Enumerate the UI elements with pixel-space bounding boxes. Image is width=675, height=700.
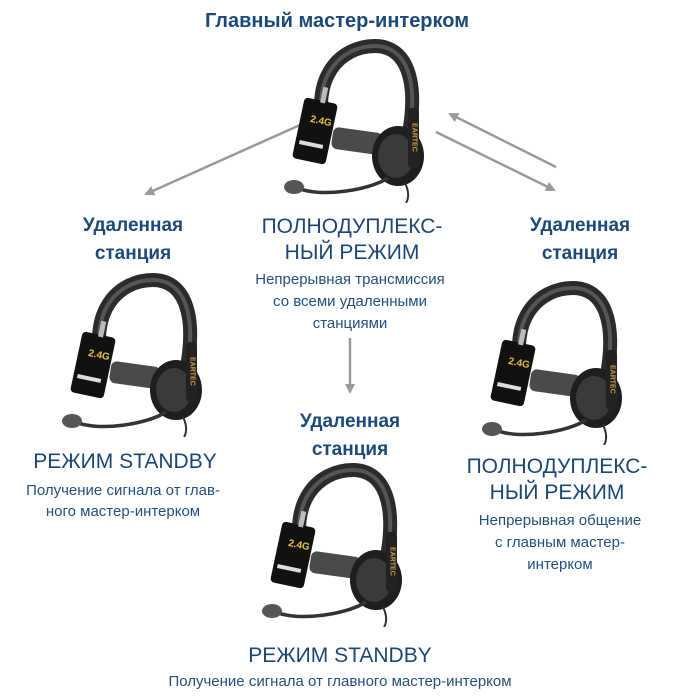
bottom-station-headset-image: EARTEC 2.4G [258, 462, 418, 632]
bottom-station-label-line2: станция [311, 439, 389, 460]
svg-text:2.4G: 2.4G [507, 356, 531, 371]
right-station-headset-image: EARTEC 2.4G [478, 280, 638, 450]
bottom-station-label-line1: Удаленная [299, 411, 401, 432]
headset-icon: EARTEC 2.4G [262, 462, 402, 628]
svg-text:EARTEC: EARTEC [189, 357, 196, 386]
right-station-label-line1: Удаленная [529, 215, 631, 236]
left-station-mode: РЕЖИМ STANDBY [33, 450, 217, 473]
diagram-title: Главный мастер-интерком [204, 10, 470, 32]
master-desc-line3: станциями [312, 315, 388, 332]
svg-text:EARTEC: EARTEC [389, 547, 396, 576]
right-station-desc-line3: интерком [527, 556, 593, 573]
bottom-station-desc: Получение сигнала от главного мастер-инт… [168, 673, 512, 690]
svg-text:2.4G: 2.4G [309, 114, 333, 129]
right-station-mode-line1: ПОЛНОДУПЛЕКС- [466, 455, 648, 478]
right-station-desc-line2: с главным мастер- [495, 534, 625, 551]
left-station-desc-line2: ного мастер-интерком [45, 503, 201, 520]
left-station-label-line2: станция [94, 243, 172, 264]
svg-text:EARTEC: EARTEC [609, 365, 616, 394]
master-desc-line1: Непрерывная трансмиссия [255, 271, 445, 288]
arrow-master-to-right [435, 130, 556, 192]
arrow-master-to-left [144, 123, 301, 196]
arrow-right-to-master [448, 112, 557, 169]
master-mode-line1: ПОЛНОДУПЛЕКС- [261, 215, 443, 238]
svg-text:EARTEC: EARTEC [411, 123, 418, 152]
headset-icon: EARTEC 2.4G [482, 280, 622, 446]
bottom-station-mode: РЕЖИМ STANDBY [248, 644, 432, 667]
left-station-label-line1: Удаленная [82, 215, 184, 236]
master-headset-image: EARTEC 2.4G [280, 38, 440, 208]
right-station-desc-line1: Непрерывная общение [478, 512, 642, 529]
master-desc-line2: со всеми удаленными [273, 293, 427, 310]
left-station-desc-line1: Получение сигнала от глав- [26, 482, 220, 499]
right-station-mode-line2: НЫЙ РЕЖИМ [489, 481, 625, 504]
svg-text:2.4G: 2.4G [87, 348, 111, 363]
headset-icon: EARTEC 2.4G [284, 38, 424, 204]
headset-icon: EARTEC 2.4G [62, 272, 202, 438]
master-mode-line2: НЫЙ РЕЖИМ [284, 241, 420, 264]
right-station-label-line2: станция [541, 243, 619, 264]
left-station-headset-image: EARTEC 2.4G [58, 272, 218, 442]
svg-text:2.4G: 2.4G [287, 538, 311, 553]
